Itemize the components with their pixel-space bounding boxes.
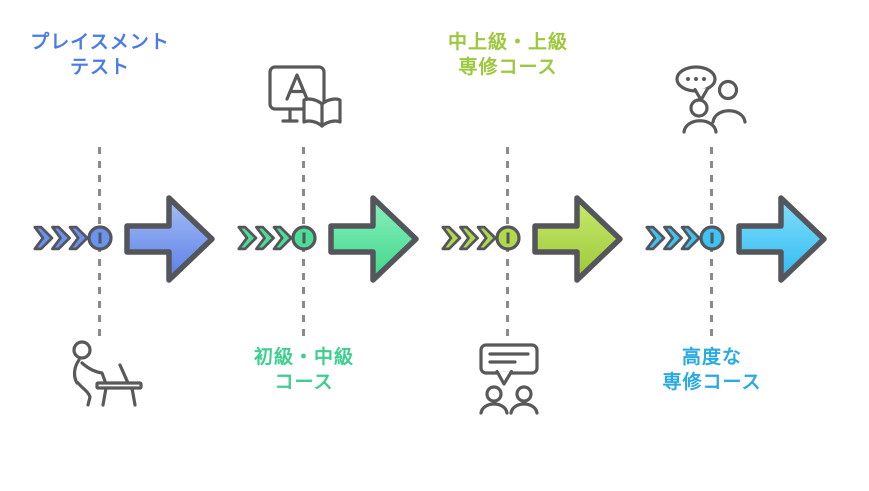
triple-chevron-icon [441, 225, 497, 251]
stage-label-line1: 初級・中級 [253, 346, 354, 368]
milestone-dot [495, 225, 521, 251]
people-conversation-icon [675, 65, 747, 134]
stage-advanced-specialized: 高度な 専修コース [612, 0, 836, 491]
stage-label-line1: プレイスメント [30, 31, 170, 53]
milestone-dot [87, 225, 113, 251]
stage-arrow [532, 195, 623, 283]
stage-label-line2: 専修コース [662, 371, 762, 393]
stage-arrow [124, 195, 215, 283]
milestone-dot [291, 225, 317, 251]
stage-arrow [328, 195, 419, 283]
triple-chevron-icon [33, 225, 89, 251]
triple-chevron-icon [237, 225, 293, 251]
stage-arrow [736, 195, 827, 283]
chat-bubble-people-icon [479, 343, 539, 415]
stage-label: 初級・中級 コース [204, 345, 404, 395]
person-at-desk-icon [72, 340, 143, 407]
stage-label: 高度な 専修コース [612, 345, 812, 395]
stage-label-line2: 専修コース [458, 56, 558, 78]
stage-upper-intermediate-advanced: 中上級・上級 専修コース [408, 0, 632, 491]
stage-label-line2: コース [274, 371, 334, 393]
stage-label-line1: 高度な [681, 346, 742, 368]
stage-label-line2: テスト [69, 56, 130, 78]
milestone-dot [699, 225, 725, 251]
stage-label-line1: 中上級・上級 [447, 31, 568, 53]
stage-label: プレイスメント テスト [0, 30, 200, 80]
stage-beginner-intermediate: 初級・中級 コース [204, 0, 428, 491]
stage-label: 中上級・上級 専修コース [408, 30, 608, 80]
monitor-book-icon [268, 65, 342, 128]
triple-chevron-icon [645, 225, 701, 251]
stage-placement-test: プレイスメント テスト [0, 0, 224, 491]
